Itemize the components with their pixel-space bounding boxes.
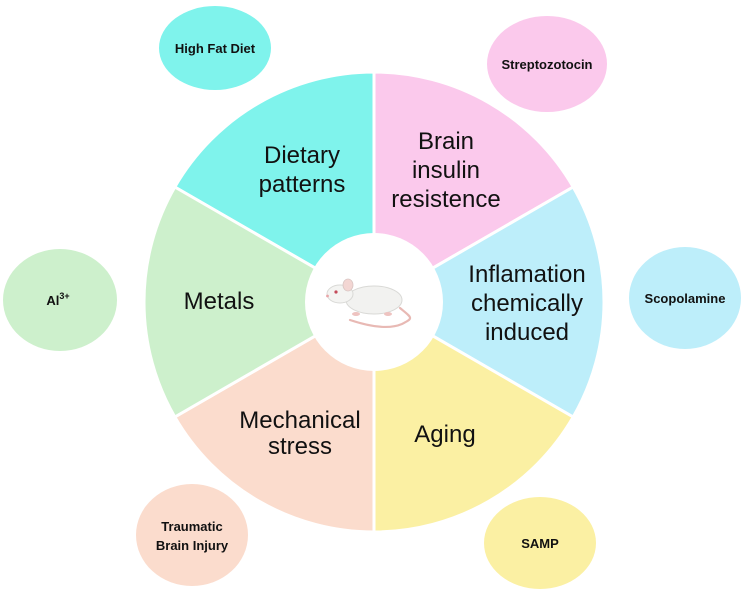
svg-text:Traumatic: Traumatic (161, 519, 222, 534)
bubble-aluminium-superscript: 3+ (59, 291, 69, 301)
segment-aging (372, 299, 576, 534)
svg-text:chemically: chemically (471, 290, 583, 317)
segment-brain-insulin-resistence (372, 70, 576, 305)
bubble-high-fat-diet-circle (159, 6, 271, 90)
segment-dietary-patterns (172, 70, 376, 305)
svg-text:insulin: insulin (412, 157, 480, 184)
bubble-high-fat-diet: High Fat Diet (159, 6, 271, 90)
bubble-scopolamine-circle (629, 247, 741, 349)
svg-text:Streptozotocin: Streptozotocin (502, 57, 593, 72)
svg-text:Scopolamine: Scopolamine (645, 291, 726, 306)
bubble-samp-label: SAMP (521, 536, 559, 551)
svg-text:Inflamation: Inflamation (468, 261, 585, 288)
svg-text:High Fat Diet: High Fat Diet (175, 41, 256, 56)
svg-text:induced: induced (485, 319, 569, 346)
segment-inflammation-label-line-1: Inflamation (468, 261, 585, 288)
svg-text:Brain Injury: Brain Injury (156, 538, 229, 553)
svg-text:Mechanical: Mechanical (239, 407, 360, 434)
svg-text:stress: stress (268, 433, 332, 460)
wheel-segments (142, 70, 606, 534)
bubble-traumatic-brain-injury: Traumatic Brain Injury (136, 484, 248, 586)
bubble-scopolamine-label: Scopolamine (645, 291, 726, 306)
bubble-traumatic-brain-injury-label-line-1: Traumatic (161, 519, 222, 534)
bubble-high-fat-diet-label: High Fat Diet (175, 41, 256, 56)
segment-brain-label-line-3: resistence (391, 186, 500, 213)
segment-mechanical-label-line-1: Mechanical (239, 407, 360, 434)
svg-text:Al3+: Al3+ (46, 291, 69, 308)
bubble-samp-circle (484, 497, 596, 589)
segment-brain-label-line-1: Brain (418, 128, 474, 155)
segment-labels: Dietary patterns Brain insulin resistenc… (184, 128, 586, 460)
segment-inflammation-label-line-2: chemically (471, 290, 583, 317)
svg-text:patterns: patterns (259, 171, 346, 198)
segment-metals-label: Metals (184, 288, 255, 315)
svg-text:SAMP: SAMP (521, 536, 559, 551)
bubble-aluminium-label: Al (46, 293, 59, 308)
bubble-scopolamine: Scopolamine (629, 247, 741, 349)
segment-dietary-label-line-1: Dietary (264, 142, 340, 169)
segment-metals (142, 184, 378, 420)
svg-text:Aging: Aging (414, 421, 475, 448)
center-hub (305, 233, 443, 371)
rat-icon (326, 278, 412, 329)
segment-inflammation-chemically-induced (370, 184, 606, 420)
svg-text:Dietary: Dietary (264, 142, 340, 169)
segment-mechanical-stress (172, 299, 376, 534)
bubble-streptozotocin-label: Streptozotocin (502, 57, 593, 72)
bubble-samp: SAMP (484, 497, 596, 589)
segment-brain-label-line-2: insulin (412, 157, 480, 184)
bubble-traumatic-brain-injury-circle (136, 484, 248, 586)
segment-inflammation-label-line-3: induced (485, 319, 569, 346)
segment-dietary-label-line-2: patterns (259, 171, 346, 198)
segment-mechanical-label-line-2: stress (268, 433, 332, 460)
bubble-traumatic-brain-injury-label-line-2: Brain Injury (156, 538, 229, 553)
bubble-streptozotocin-circle (487, 16, 607, 112)
segment-aging-label: Aging (414, 421, 475, 448)
bubble-streptozotocin: Streptozotocin (487, 16, 607, 112)
svg-text:Metals: Metals (184, 288, 255, 315)
svg-text:Brain: Brain (418, 128, 474, 155)
svg-text:resistence: resistence (391, 186, 500, 213)
bubble-aluminium-circle (3, 249, 117, 351)
bubble-aluminium: Al3+ (3, 249, 117, 351)
